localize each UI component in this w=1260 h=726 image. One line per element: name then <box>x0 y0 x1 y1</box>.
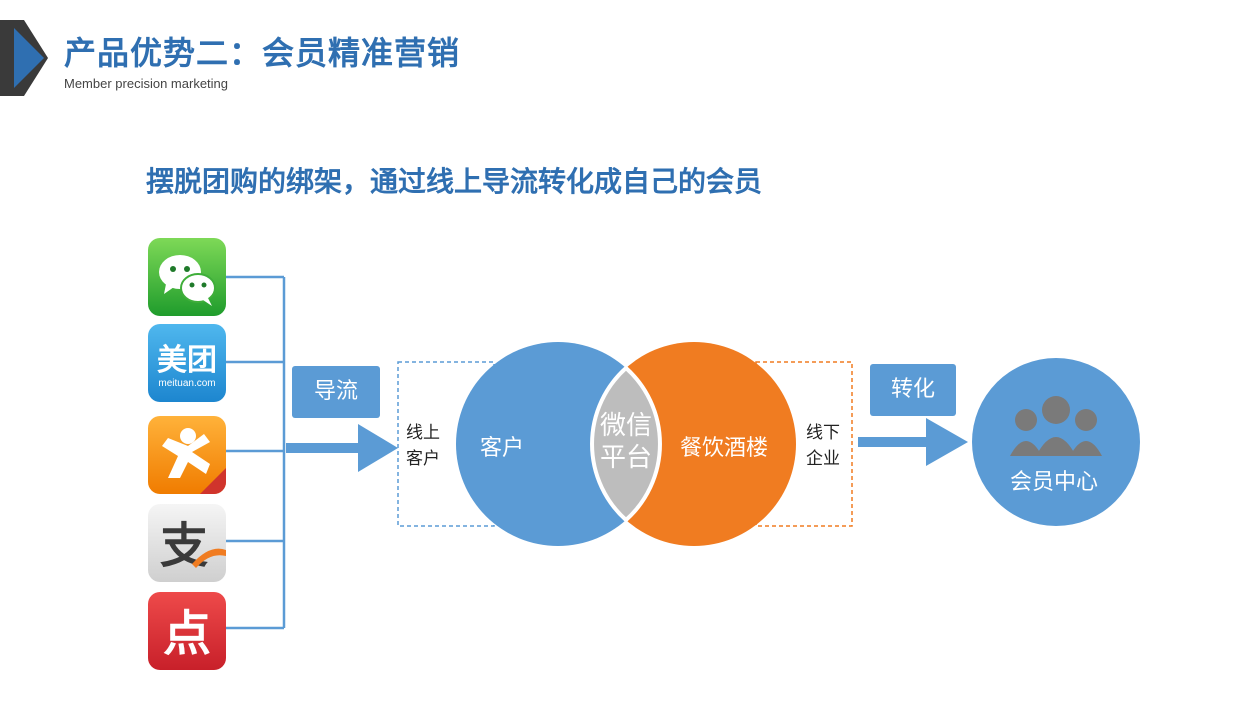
online-customer-text: 线上 客户 <box>406 423 440 469</box>
member-center-label: 会员中心 <box>1010 470 1099 495</box>
meituan-subtext: meituan.com <box>158 378 215 389</box>
dianping-icon: 点 <box>148 592 226 670</box>
page-title: 产品优势二：会员精准营销 <box>64 34 461 72</box>
conversion-label: 转化 <box>870 364 956 416</box>
people-icon <box>1010 396 1102 456</box>
meituan-text: 美团 <box>157 343 217 378</box>
offline-enterprise-text: 线下 企业 <box>806 423 840 469</box>
wechat-icon <box>148 238 226 316</box>
tuan-icon <box>148 416 226 494</box>
meituan-icon: 美团 meituan.com <box>148 324 226 402</box>
dianping-text: 点 <box>163 606 211 662</box>
wechat-platform-label: 微信 平台 <box>599 411 652 473</box>
restaurant-label: 餐饮酒楼 <box>680 436 769 461</box>
alipay-text: 支 <box>160 518 208 574</box>
title-arrow-decoration <box>0 20 48 96</box>
headline: 摆脱团购的绑架，通过线上导流转化成自己的会员 <box>146 165 763 198</box>
customer-label: 客户 <box>480 436 525 461</box>
guide-flow-label: 导流 <box>292 366 380 418</box>
left-arrow <box>286 424 398 472</box>
alipay-icon: 支 <box>148 504 226 582</box>
overlap-area <box>590 365 662 523</box>
right-arrow <box>858 418 968 466</box>
page-subtitle: Member precision marketing <box>64 76 229 91</box>
